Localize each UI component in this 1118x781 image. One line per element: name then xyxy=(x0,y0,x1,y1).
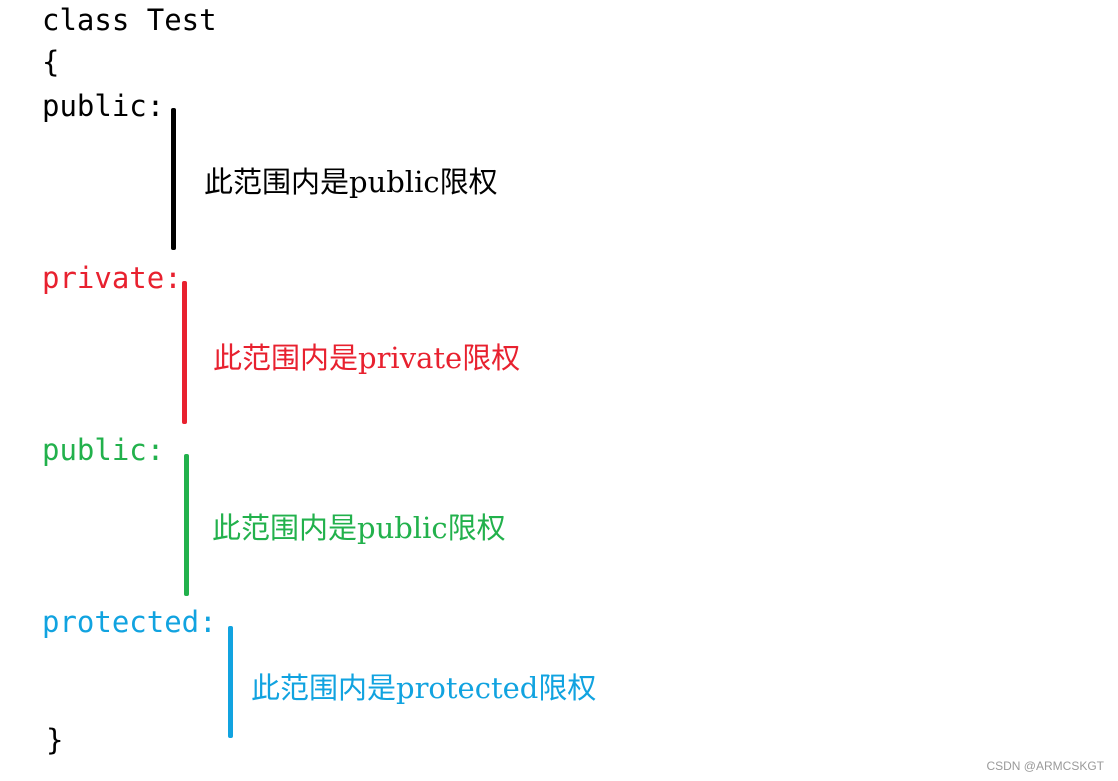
scope-note-protected: 此范围内是protected限权 xyxy=(251,671,597,705)
scope-note-public-1: 此范围内是public限权 xyxy=(204,165,498,199)
open-brace: { xyxy=(42,45,60,79)
scope-note-public-2: 此范围内是public限权 xyxy=(212,511,506,545)
scope-note-private: 此范围内是private限权 xyxy=(213,341,521,375)
watermark: CSDN @ARMCSKGT xyxy=(986,759,1104,773)
close-brace: } xyxy=(46,723,64,757)
scope-bar-public-1 xyxy=(171,108,176,250)
class-declaration: class Test xyxy=(42,3,217,37)
access-label-public-2: public: xyxy=(42,433,165,467)
scope-bar-private xyxy=(182,281,187,424)
scope-bar-public-2 xyxy=(184,454,189,596)
access-label-private: private: xyxy=(42,261,182,295)
scope-bar-protected xyxy=(228,626,233,738)
access-label-protected: protected: xyxy=(42,605,217,639)
access-label-public-1: public: xyxy=(42,89,165,123)
